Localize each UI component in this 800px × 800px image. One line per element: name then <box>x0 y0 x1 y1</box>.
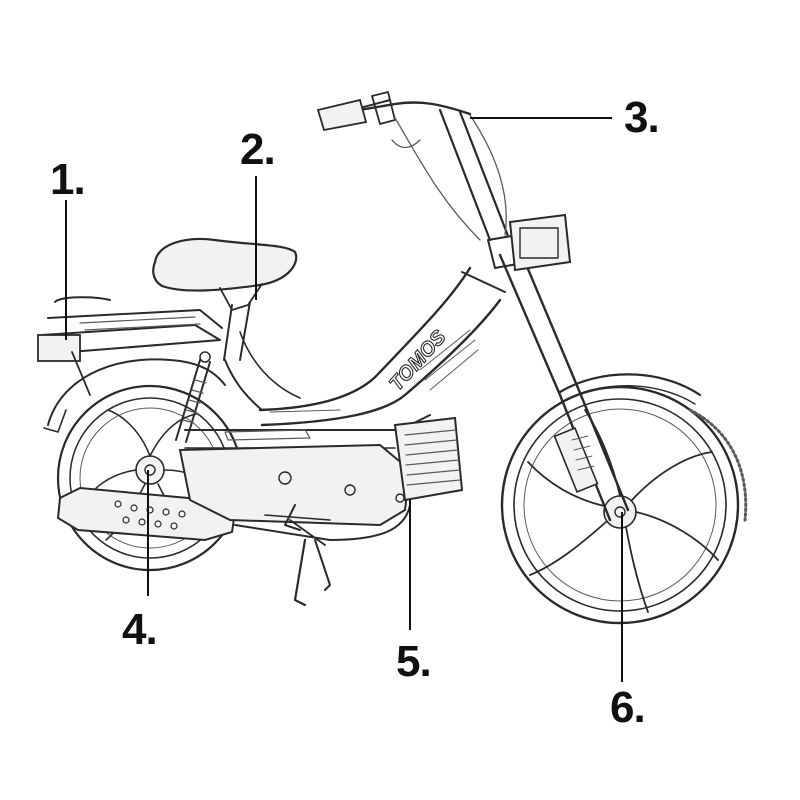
callout-2: 2. <box>240 125 276 174</box>
callout-4: 4. <box>122 605 158 654</box>
engine <box>178 416 464 541</box>
callout-6: 6. <box>610 683 646 732</box>
handlebars <box>316 91 510 242</box>
front-wheel <box>500 385 748 625</box>
frame <box>184 266 506 449</box>
front-fender <box>558 373 702 397</box>
luggage-rack <box>37 296 223 396</box>
leader-lines <box>65 117 623 682</box>
rear-shock <box>175 351 211 443</box>
callout-1: 1. <box>50 155 86 204</box>
headlight <box>508 213 572 272</box>
callout-5: 5. <box>396 637 432 686</box>
seat <box>152 237 298 361</box>
kickstand <box>289 519 331 607</box>
rear-fender <box>47 358 226 426</box>
callout-3: 3. <box>624 93 660 142</box>
